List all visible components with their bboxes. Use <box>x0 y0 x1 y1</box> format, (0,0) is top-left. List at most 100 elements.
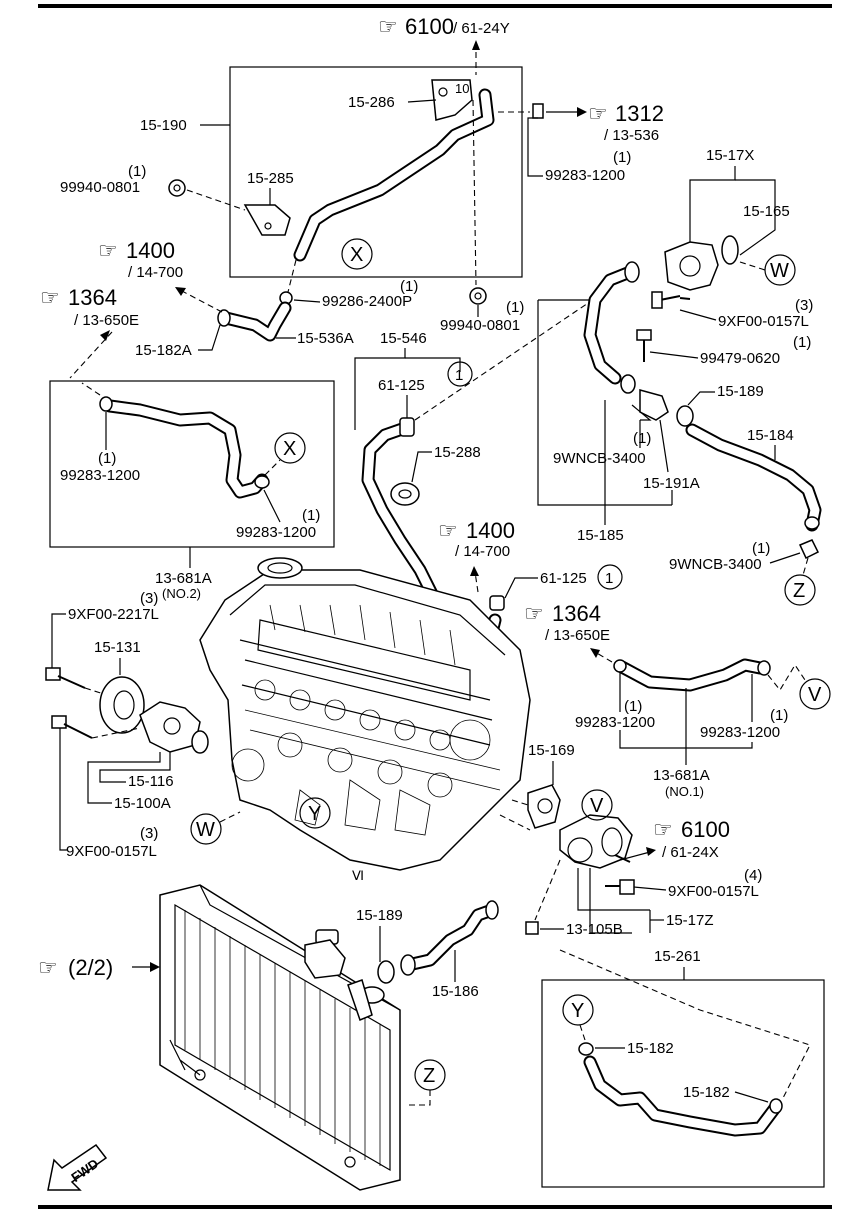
label-15-17x: 15-17X <box>706 147 754 164</box>
ref-section: / 14-700 <box>455 543 510 560</box>
label-15-131: 15-131 <box>94 639 141 656</box>
hand-icon: ☞ <box>38 955 58 980</box>
label-99940-0801-b: 99940-0801 <box>440 317 520 334</box>
callout-v-thermostat <box>581 789 613 821</box>
bolt-9xf00-0157l-c <box>619 879 635 895</box>
hand-icon: ☞ <box>98 238 118 263</box>
bolt-9xf00-2217l <box>45 667 61 681</box>
callout-w-pump <box>190 813 222 845</box>
ref-page: 6100 <box>405 14 454 39</box>
svg-text:V: V <box>808 684 822 706</box>
ref-page: 1400 <box>466 518 515 543</box>
ref-1364-right[interactable]: ☞ 1364 / 13-650E <box>524 601 610 644</box>
label-9xf00-0157l-c: 9XF00-0157L <box>668 883 759 900</box>
box-15-190 <box>229 66 523 278</box>
label-99283-1200-r1-qty: (1) <box>624 698 642 715</box>
hand-icon: ☞ <box>653 817 673 842</box>
label-15-100a: 15-100A <box>114 795 171 812</box>
ref-1364-left[interactable]: ☞ 1364 / 13-650E <box>40 285 139 329</box>
o-ring-15-185 <box>620 374 636 394</box>
fwd-arrow-icon: FWD <box>47 1143 108 1191</box>
svg-text:V: V <box>590 795 604 817</box>
clamp-61-125-b <box>489 595 505 611</box>
svg-text:X: X <box>350 244 363 266</box>
label-99283-1200-top-qty: (1) <box>613 149 631 166</box>
svg-text:10: 10 <box>455 81 469 96</box>
callout-1-mid <box>597 564 623 590</box>
ref-1312[interactable]: ☞ 1312 / 13-536 <box>588 101 664 144</box>
label-15-182a: 15-182A <box>135 342 192 359</box>
clamp-99283-1200-top <box>532 103 544 119</box>
ref-1400-left[interactable]: ☞ 1400 / 14-700 <box>98 238 183 281</box>
ref-6100-right[interactable]: ☞ 6100 / 61-24X <box>653 817 730 861</box>
fitting-15-191a <box>639 389 669 421</box>
label-13-681a-no1: 13-681A <box>653 767 710 784</box>
label-9xf00-0157l-b: 9XF00-0157L <box>66 843 157 860</box>
callout-y-engine <box>299 797 331 829</box>
label-15-261: 15-261 <box>654 948 701 965</box>
label-9wncb-3400-a: 9WNCB-3400 <box>553 450 646 467</box>
label-9wncb-3400-a-qty: (1) <box>633 430 651 447</box>
engine-block: Ⅵ <box>199 557 531 883</box>
nut-99940-0801-a <box>168 179 186 197</box>
callout-z-right <box>784 574 816 606</box>
label-15-182-b: 15-182 <box>683 1084 730 1101</box>
bolt-9xf00-0157l-a <box>659 294 691 306</box>
label-9xf00-0157l-a-qty: (3) <box>795 297 813 314</box>
o-ring-15-189-a <box>676 405 694 427</box>
ref-page: 1400 <box>126 238 175 263</box>
svg-text:W: W <box>770 260 789 282</box>
svg-text:W: W <box>196 819 215 841</box>
box-15-261 <box>541 979 825 1188</box>
engine-mark: Ⅵ <box>352 868 364 883</box>
ref-section: / 14-700 <box>128 264 183 281</box>
label-15-17z: 15-17Z <box>666 912 714 929</box>
label-99283-1200-l1-qty: (1) <box>98 450 116 467</box>
label-15-286: 15-286 <box>348 94 395 111</box>
hand-icon: ☞ <box>524 601 544 626</box>
ref-section: / 13-650E <box>545 627 610 644</box>
label-99283-1200-r1: 99283-1200 <box>575 714 655 731</box>
label-13-681a-no1-sub: (NO.1) <box>665 784 704 799</box>
label-9xf00-0157l-a: 9XF00-0157L <box>718 313 809 330</box>
bolt-9xf00-0157l-b <box>51 715 67 729</box>
label-15-288: 15-288 <box>434 444 481 461</box>
o-ring-15-189-b <box>377 960 395 984</box>
nut-99940-0801-b <box>469 287 487 305</box>
ref-section: / 61-24X <box>662 844 719 861</box>
label-99940-0801-a: 99940-0801 <box>60 179 140 196</box>
label-15-186: 15-186 <box>432 983 479 1000</box>
ref-section: / 13-536 <box>604 127 659 144</box>
clamp-15-182-b <box>769 1098 783 1114</box>
label-15-189-a: 15-189 <box>717 383 764 400</box>
label-15-184: 15-184 <box>747 427 794 444</box>
gasket-15-165 <box>721 235 739 265</box>
thermostat-housing <box>664 241 719 291</box>
plug-13-105b <box>525 921 539 935</box>
label-99283-1200-r2-qty: (1) <box>770 707 788 724</box>
hand-icon: ☞ <box>588 101 608 126</box>
pipe-15-190 <box>293 88 495 262</box>
label-15-189-b: 15-189 <box>356 907 403 924</box>
label-15-169: 15-169 <box>528 742 575 759</box>
bracket-15-286 <box>431 79 473 121</box>
label-15-191a: 15-191A <box>643 475 700 492</box>
label-9xf00-0157l-b-qty: (3) <box>140 825 158 842</box>
label-13-681a-no2: 13-681A <box>155 570 212 587</box>
ref-6100-top[interactable]: ☞ 6100 / 61-24Y <box>378 14 510 39</box>
label-99283-1200-r2: 99283-1200 <box>700 724 780 741</box>
ref-2-2[interactable]: ☞ (2/2) <box>38 955 160 980</box>
label-9wncb-3400-b-qty: (1) <box>752 540 770 557</box>
ref-1400-mid[interactable]: ☞ 1400 / 14-700 <box>438 518 515 560</box>
ref-page: 6100 <box>681 817 730 842</box>
grommet-15-288 <box>390 482 420 506</box>
hand-icon: ☞ <box>40 285 60 310</box>
label-15-165: 15-165 <box>743 203 790 220</box>
svg-text:Y: Y <box>308 803 321 825</box>
label-99286-2400p: 99286-2400P <box>322 293 412 310</box>
ref-page: 1364 <box>552 601 601 626</box>
label-99940-0801-b-qty: (1) <box>506 299 524 316</box>
hand-icon: ☞ <box>378 14 398 39</box>
callout-1-top <box>447 361 473 387</box>
callout-y-box <box>562 994 594 1026</box>
